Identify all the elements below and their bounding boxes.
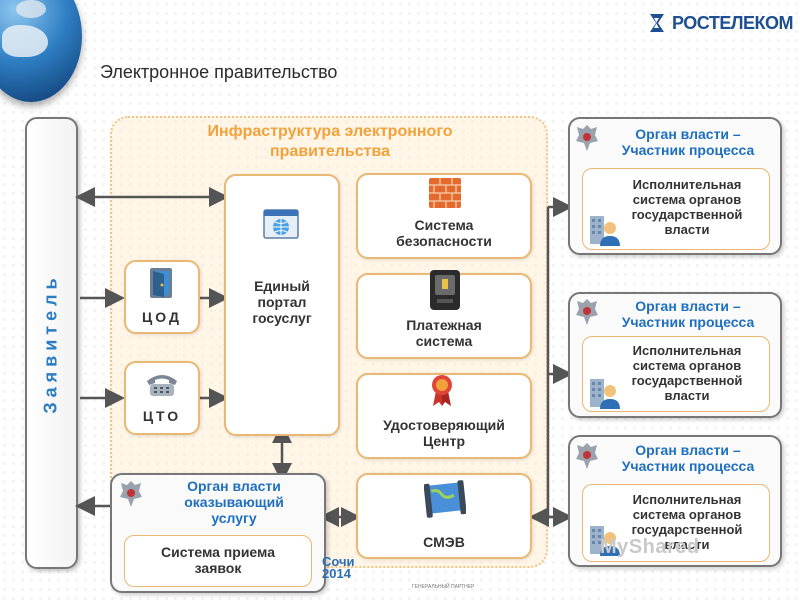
official-avatar-icon bbox=[590, 379, 620, 409]
applicant-label: Заявитель bbox=[41, 272, 61, 414]
applicant-label-wrap: Заявитель bbox=[25, 117, 78, 569]
executive-system-line2: система органов bbox=[632, 507, 742, 522]
certification-label: Удостоверяющий Центр bbox=[356, 417, 532, 449]
portal-label-line1: Единый bbox=[254, 278, 310, 294]
firewall-icon bbox=[429, 178, 461, 208]
sochi-2014-logo: Сочи 2014 bbox=[322, 554, 355, 581]
participant-title-line1: Орган власти – bbox=[635, 298, 741, 314]
portal-label: Единый портал госуслуг bbox=[224, 278, 340, 326]
infrastructure-title-line1: Инфраструктура электронного bbox=[207, 123, 453, 140]
executive-system-block[interactable] bbox=[582, 168, 770, 250]
applicant-block[interactable] bbox=[25, 117, 78, 569]
certification-label-line1: Удостоверяющий bbox=[383, 417, 505, 433]
executive-system-line3: государственной bbox=[631, 207, 743, 222]
door-icon bbox=[150, 268, 172, 298]
executive-system-line4: власти bbox=[664, 388, 710, 403]
certification-label-line2: Центр bbox=[422, 433, 466, 449]
request-system-block[interactable] bbox=[124, 535, 312, 587]
payment-label: Платежная система bbox=[356, 317, 532, 349]
tto-label: ЦТО bbox=[142, 408, 182, 424]
official-avatar-icon bbox=[590, 216, 620, 246]
official-avatar-icon bbox=[590, 526, 620, 556]
security-label-line1: Система bbox=[414, 217, 474, 233]
request-system-label: Система приема заявок bbox=[124, 544, 312, 576]
service-authority-title-line2: оказывающий bbox=[184, 494, 284, 510]
browser-globe-icon bbox=[263, 209, 299, 239]
phone-icon bbox=[147, 375, 177, 396]
security-label: Система безопасности bbox=[356, 217, 532, 249]
executive-system-line1: Исполнительная bbox=[632, 343, 742, 358]
payment-terminal-icon bbox=[430, 270, 460, 310]
rostelecom-logo-icon bbox=[650, 14, 664, 32]
request-system-label-line1: Система приема bbox=[161, 544, 275, 560]
executive-system-block[interactable] bbox=[582, 336, 770, 412]
executive-system-line3: государственной bbox=[631, 373, 743, 388]
participant-title-line1: Орган власти – bbox=[635, 126, 741, 142]
service-authority-title: Орган власти оказывающий услугу bbox=[144, 478, 324, 526]
executive-system-line1: Исполнительная bbox=[632, 177, 742, 192]
request-system-label-line2: заявок bbox=[194, 560, 242, 576]
participant-title-line2: Участник процесса bbox=[621, 314, 755, 330]
service-authority-title-line1: Орган власти bbox=[187, 478, 281, 494]
tto-block[interactable] bbox=[124, 361, 200, 435]
participant-title-line2: Участник процесса bbox=[621, 142, 755, 158]
sochi-logo-line1: Сочи bbox=[322, 554, 355, 569]
executive-system-line2: система органов bbox=[632, 192, 742, 207]
executive-system-label: Исполнительная система органов государст… bbox=[612, 343, 762, 403]
general-partner-text: ГЕНЕРАЛЬНЫЙ ПАРТНЕР bbox=[412, 584, 475, 590]
page-title: Электронное правительство bbox=[100, 62, 338, 82]
security-label-line2: безопасности bbox=[396, 233, 492, 249]
tsod-label: ЦОД bbox=[142, 309, 182, 325]
executive-system-label: Исполнительная система органов государст… bbox=[612, 177, 762, 237]
executive-system-line1: Исполнительная bbox=[632, 492, 742, 507]
watermark-text: MyShared bbox=[600, 536, 700, 558]
service-authority-title-line3: услугу bbox=[211, 510, 257, 526]
smev-label: СМЭВ bbox=[423, 534, 465, 550]
portal-label-line2: портал bbox=[257, 294, 307, 310]
rostelecom-logo: РОСТЕЛЕКОМ bbox=[646, 12, 793, 34]
executive-system-line3: государственной bbox=[631, 522, 743, 537]
executive-system-line4: власти bbox=[664, 537, 710, 552]
participant-title: Орган власти – Участник процесса bbox=[598, 126, 778, 158]
participant-title: Орган власти – Участник процесса bbox=[598, 442, 778, 474]
coat-of-arms-icon bbox=[120, 481, 142, 507]
award-ribbon-icon bbox=[432, 375, 452, 406]
participant-title: Орган власти – Участник процесса bbox=[598, 298, 778, 330]
coat-of-arms-icon bbox=[576, 125, 598, 151]
executive-system-line2: система органов bbox=[632, 358, 742, 373]
executive-system-line4: власти bbox=[664, 222, 710, 237]
executive-system-label: Исполнительная система органов государст… bbox=[612, 492, 762, 552]
participant-title-line2: Участник процесса bbox=[621, 458, 755, 474]
payment-label-line1: Платежная bbox=[406, 317, 482, 333]
coat-of-arms-icon bbox=[576, 443, 598, 469]
sochi-logo-line2: 2014 bbox=[322, 566, 351, 581]
logo-text: РОСТЕЛЕКОМ bbox=[672, 12, 793, 33]
portal-label-line3: госуслуг bbox=[252, 310, 312, 326]
coat-of-arms-icon bbox=[576, 299, 598, 325]
participant-title-line1: Орган власти – bbox=[635, 442, 741, 458]
map-scroll-icon bbox=[424, 480, 466, 518]
payment-label-line2: система bbox=[415, 333, 473, 349]
infrastructure-title: Инфраструктура электронного правительств… bbox=[140, 122, 520, 162]
infrastructure-title-line2: правительства bbox=[270, 143, 390, 160]
